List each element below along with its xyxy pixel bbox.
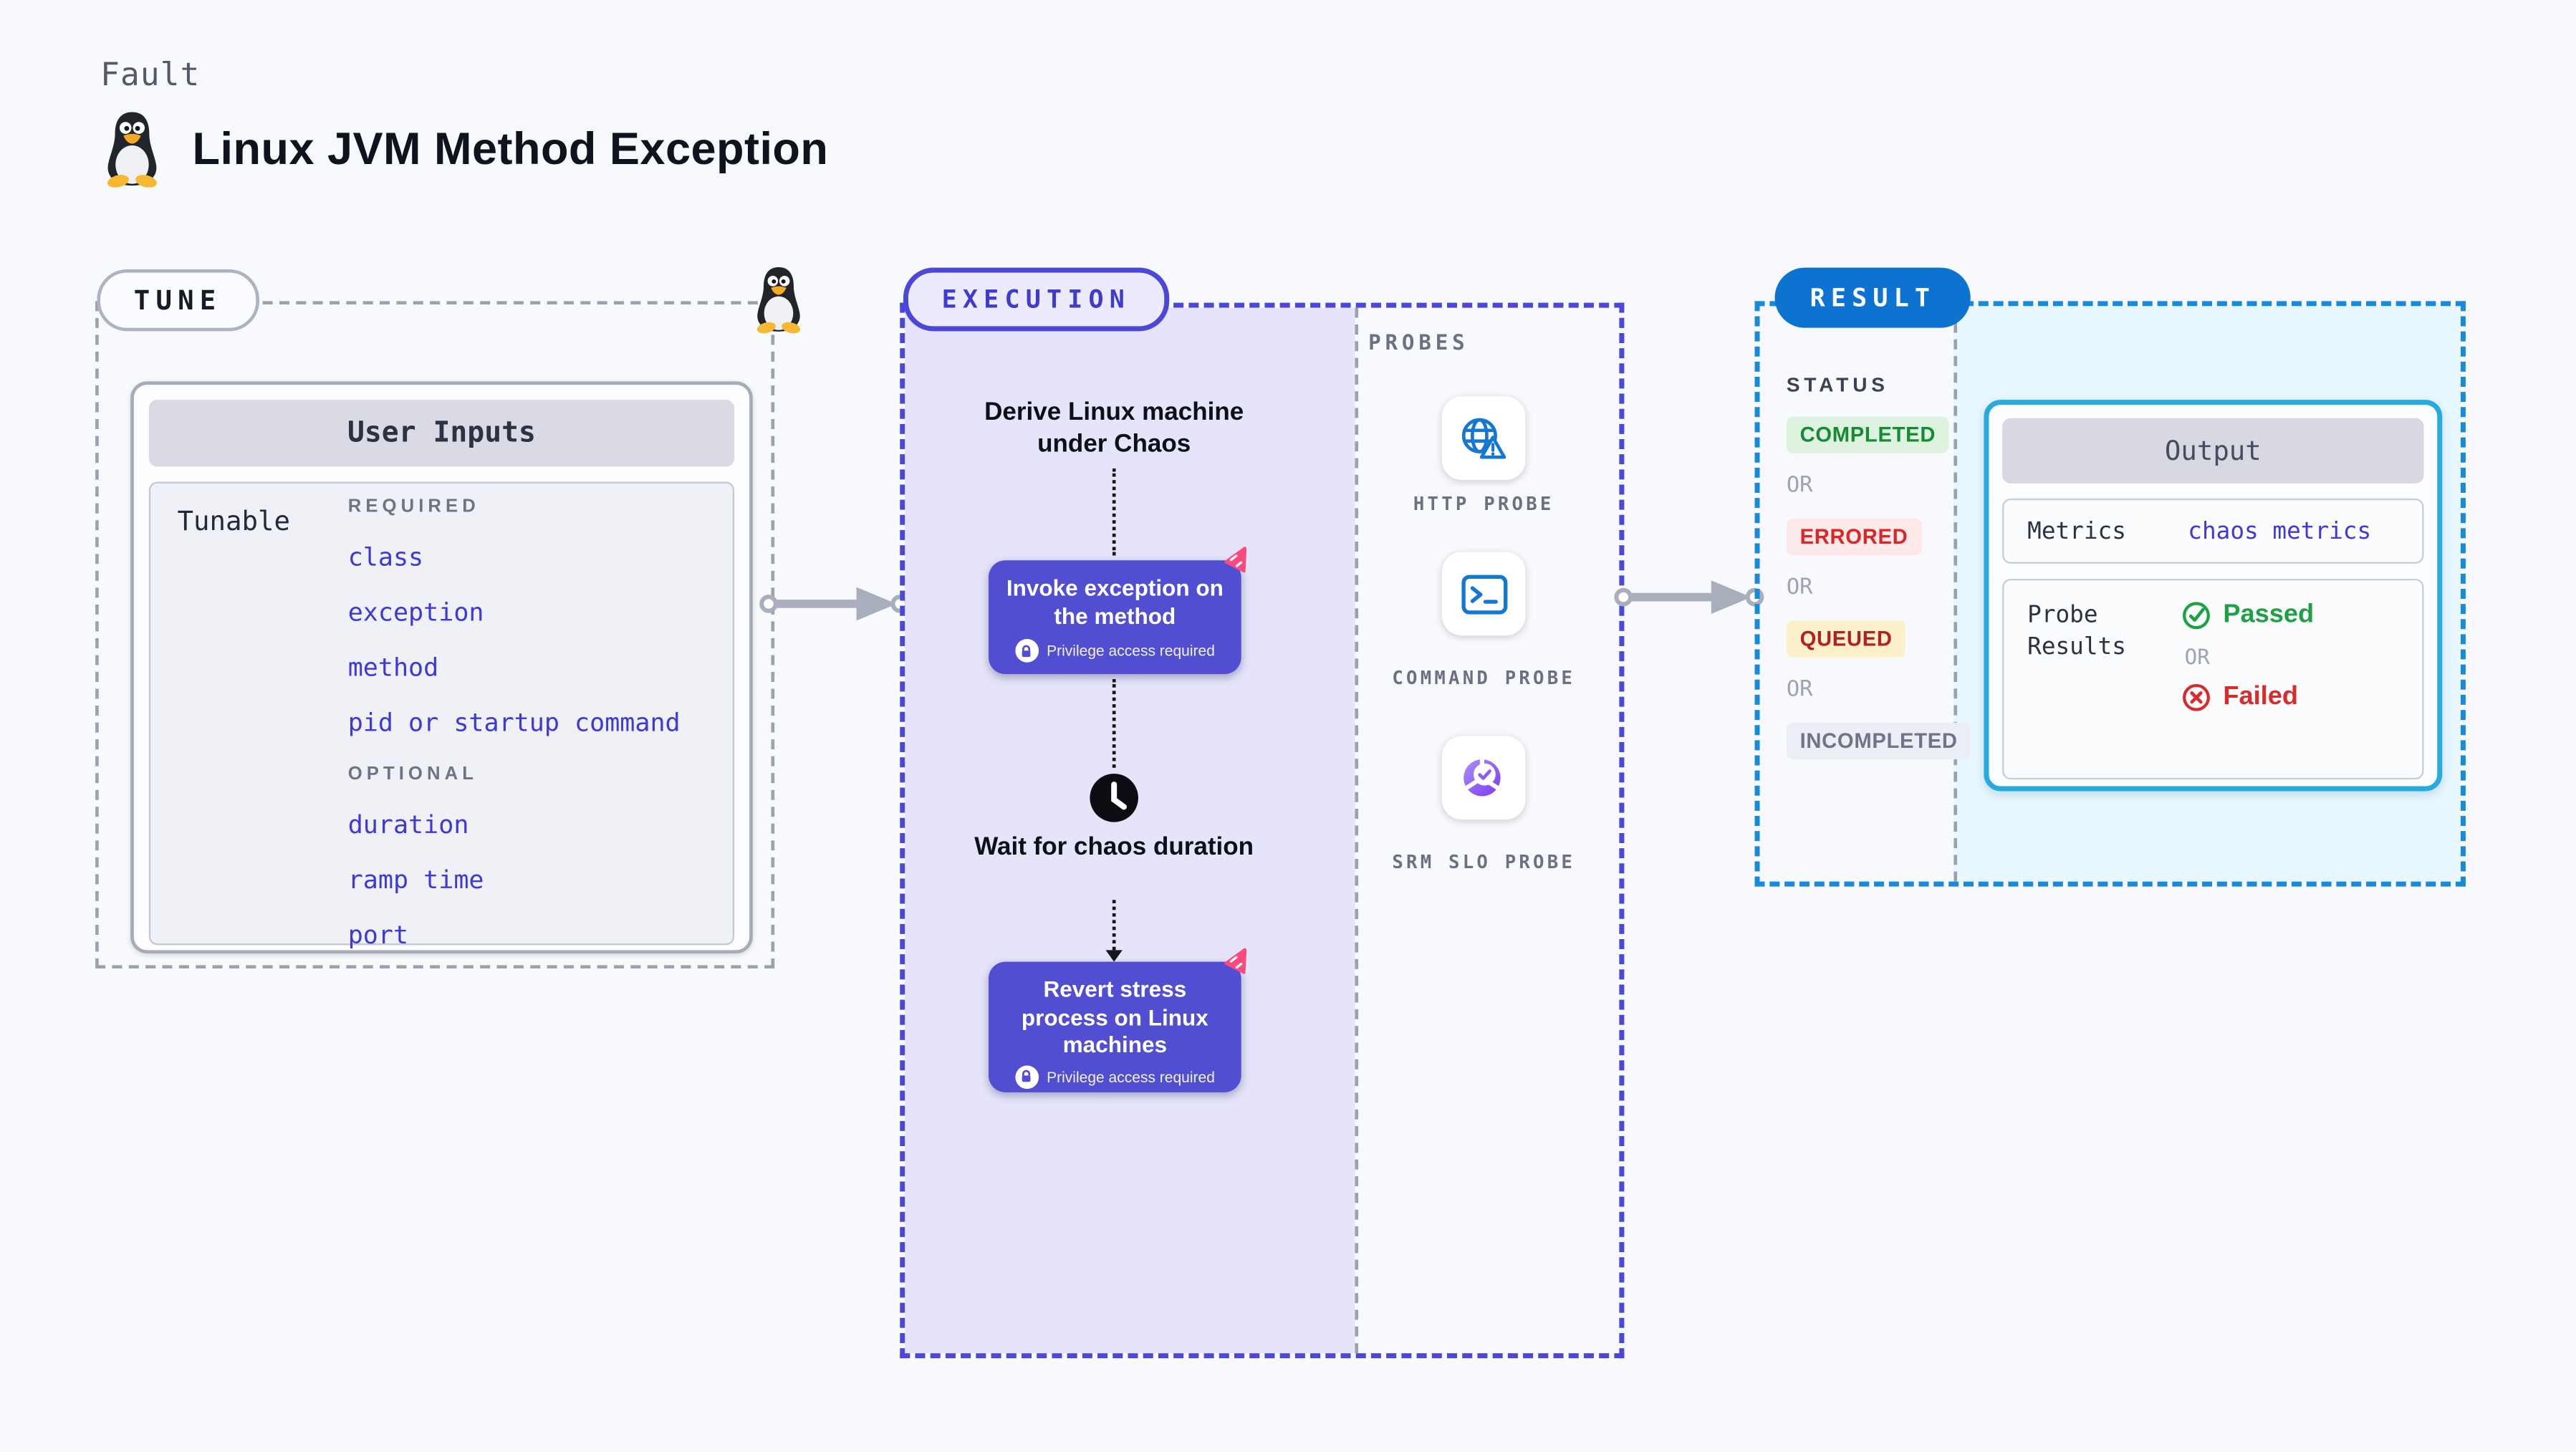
input-link-pid-or-startup-command[interactable]: pid or startup command xyxy=(347,707,681,738)
execution-flow-area xyxy=(905,307,1355,1354)
lock-icon xyxy=(1014,639,1039,663)
or-separator: OR xyxy=(2184,644,2210,670)
or-separator: OR xyxy=(1786,575,1813,601)
flow-arrowhead xyxy=(1105,950,1123,962)
privilege-note: Privilege access required xyxy=(1047,1067,1215,1085)
globe-warning-icon xyxy=(1461,418,1506,459)
metrics-row: Metrics chaos metrics xyxy=(2002,498,2424,564)
status-badge-completed: COMPLETED xyxy=(1786,416,1949,453)
input-link-ramp-time[interactable]: ramp time xyxy=(347,865,484,895)
user-inputs-table: Tunable REQUIRED class exception method … xyxy=(148,481,735,950)
check-circle-icon xyxy=(2183,602,2210,630)
required-group-label: REQUIRED xyxy=(347,496,480,517)
metrics-label: Metrics xyxy=(2027,517,2126,545)
chaos-spark-icon xyxy=(1220,545,1253,579)
input-link-class[interactable]: class xyxy=(347,542,424,572)
input-link-method[interactable]: method xyxy=(347,652,439,683)
probe-results-row: Probe Results Passed OR xyxy=(2002,578,2424,780)
linux-tux-corner-icon xyxy=(756,267,802,335)
input-link-exception[interactable]: exception xyxy=(347,597,484,628)
terminal-icon xyxy=(1461,574,1507,614)
probe-result-passed: Passed xyxy=(2181,600,2314,630)
srm-slo-probe-card[interactable] xyxy=(1441,736,1526,820)
or-separator: OR xyxy=(1786,473,1813,499)
execution-badge: EXECUTION xyxy=(903,267,1169,332)
lock-icon xyxy=(1014,1064,1039,1088)
input-link-port[interactable]: port xyxy=(347,920,409,951)
slo-donut-check-icon xyxy=(1464,758,1501,797)
output-title: Output xyxy=(2002,418,2424,484)
optional-group-label: OPTIONAL xyxy=(347,764,478,785)
flow-connector xyxy=(1112,679,1116,768)
step-revert-stress-card[interactable]: Revert stress process on Linux machines … xyxy=(989,961,1241,1092)
step-wait-duration: Wait for chaos duration xyxy=(974,832,1254,862)
tunable-row-label: Tunable xyxy=(177,505,290,537)
user-inputs-title: User Inputs xyxy=(148,400,735,467)
http-probe-label: HTTP PROBE xyxy=(1413,493,1554,516)
status-badge-incompleted: INCOMPLETED xyxy=(1786,722,1971,760)
http-probe-card[interactable] xyxy=(1441,396,1526,481)
passed-text: Passed xyxy=(2223,600,2315,629)
tune-badge: TUNE xyxy=(97,269,259,332)
privilege-note: Privilege access required xyxy=(1047,642,1215,660)
input-link-duration[interactable]: duration xyxy=(347,809,469,840)
srm-slo-probe-label: SRM SLO PROBE xyxy=(1392,851,1576,873)
chaos-metrics-link[interactable]: chaos metrics xyxy=(2188,517,2372,545)
execution-section-box xyxy=(900,302,1625,1359)
fault-kicker: Fault xyxy=(100,57,201,94)
result-divider xyxy=(1953,306,1958,882)
tune-section-box xyxy=(95,301,775,969)
user-inputs-card: User Inputs Tunable REQUIRED class excep… xyxy=(130,381,753,954)
output-card: Output Metrics chaos metrics Probe Resul… xyxy=(1984,400,2443,792)
step-revert-title: Revert stress process on Linux machines xyxy=(1021,976,1208,1057)
or-separator: OR xyxy=(1786,677,1813,703)
x-circle-icon xyxy=(2183,683,2210,711)
flow-connector xyxy=(1112,468,1116,556)
status-label: STATUS xyxy=(1786,372,1889,397)
status-column: STATUS COMPLETED OR ERRORED OR QUEUED OR… xyxy=(1786,372,1971,779)
failed-text: Failed xyxy=(2223,682,2298,711)
linux-tux-icon xyxy=(106,112,158,188)
step-invoke-exception-card[interactable]: Invoke exception on the method Privilege… xyxy=(989,560,1241,675)
clock-icon xyxy=(1089,773,1139,823)
result-badge: RESULT xyxy=(1774,267,1971,328)
probes-label: PROBES xyxy=(1368,330,1469,355)
probe-result-failed: Failed xyxy=(2181,683,2298,713)
status-badge-queued: QUEUED xyxy=(1786,620,1906,658)
page-header: Linux JVM Method Exception xyxy=(100,110,829,188)
result-section-box: STATUS COMPLETED OR ERRORED OR QUEUED OR… xyxy=(1754,301,2466,887)
probe-results-label: Probe Results xyxy=(2027,602,2126,661)
command-probe-card[interactable] xyxy=(1441,552,1526,636)
flow-connector xyxy=(1112,900,1116,951)
page-title: Linux JVM Method Exception xyxy=(192,122,829,173)
tune-to-execution-arrow-icon xyxy=(759,584,910,624)
step-invoke-title: Invoke exception on the method xyxy=(1006,575,1224,628)
probes-divider xyxy=(1355,307,1359,1354)
step-derive-machine: Derive Linux machine under Chaos xyxy=(984,398,1244,458)
chaos-spark-icon xyxy=(1220,946,1253,981)
execution-to-result-arrow-icon xyxy=(1614,577,1764,617)
status-badge-errored: ERRORED xyxy=(1786,518,1922,556)
command-probe-label: COMMAND PROBE xyxy=(1392,667,1576,690)
